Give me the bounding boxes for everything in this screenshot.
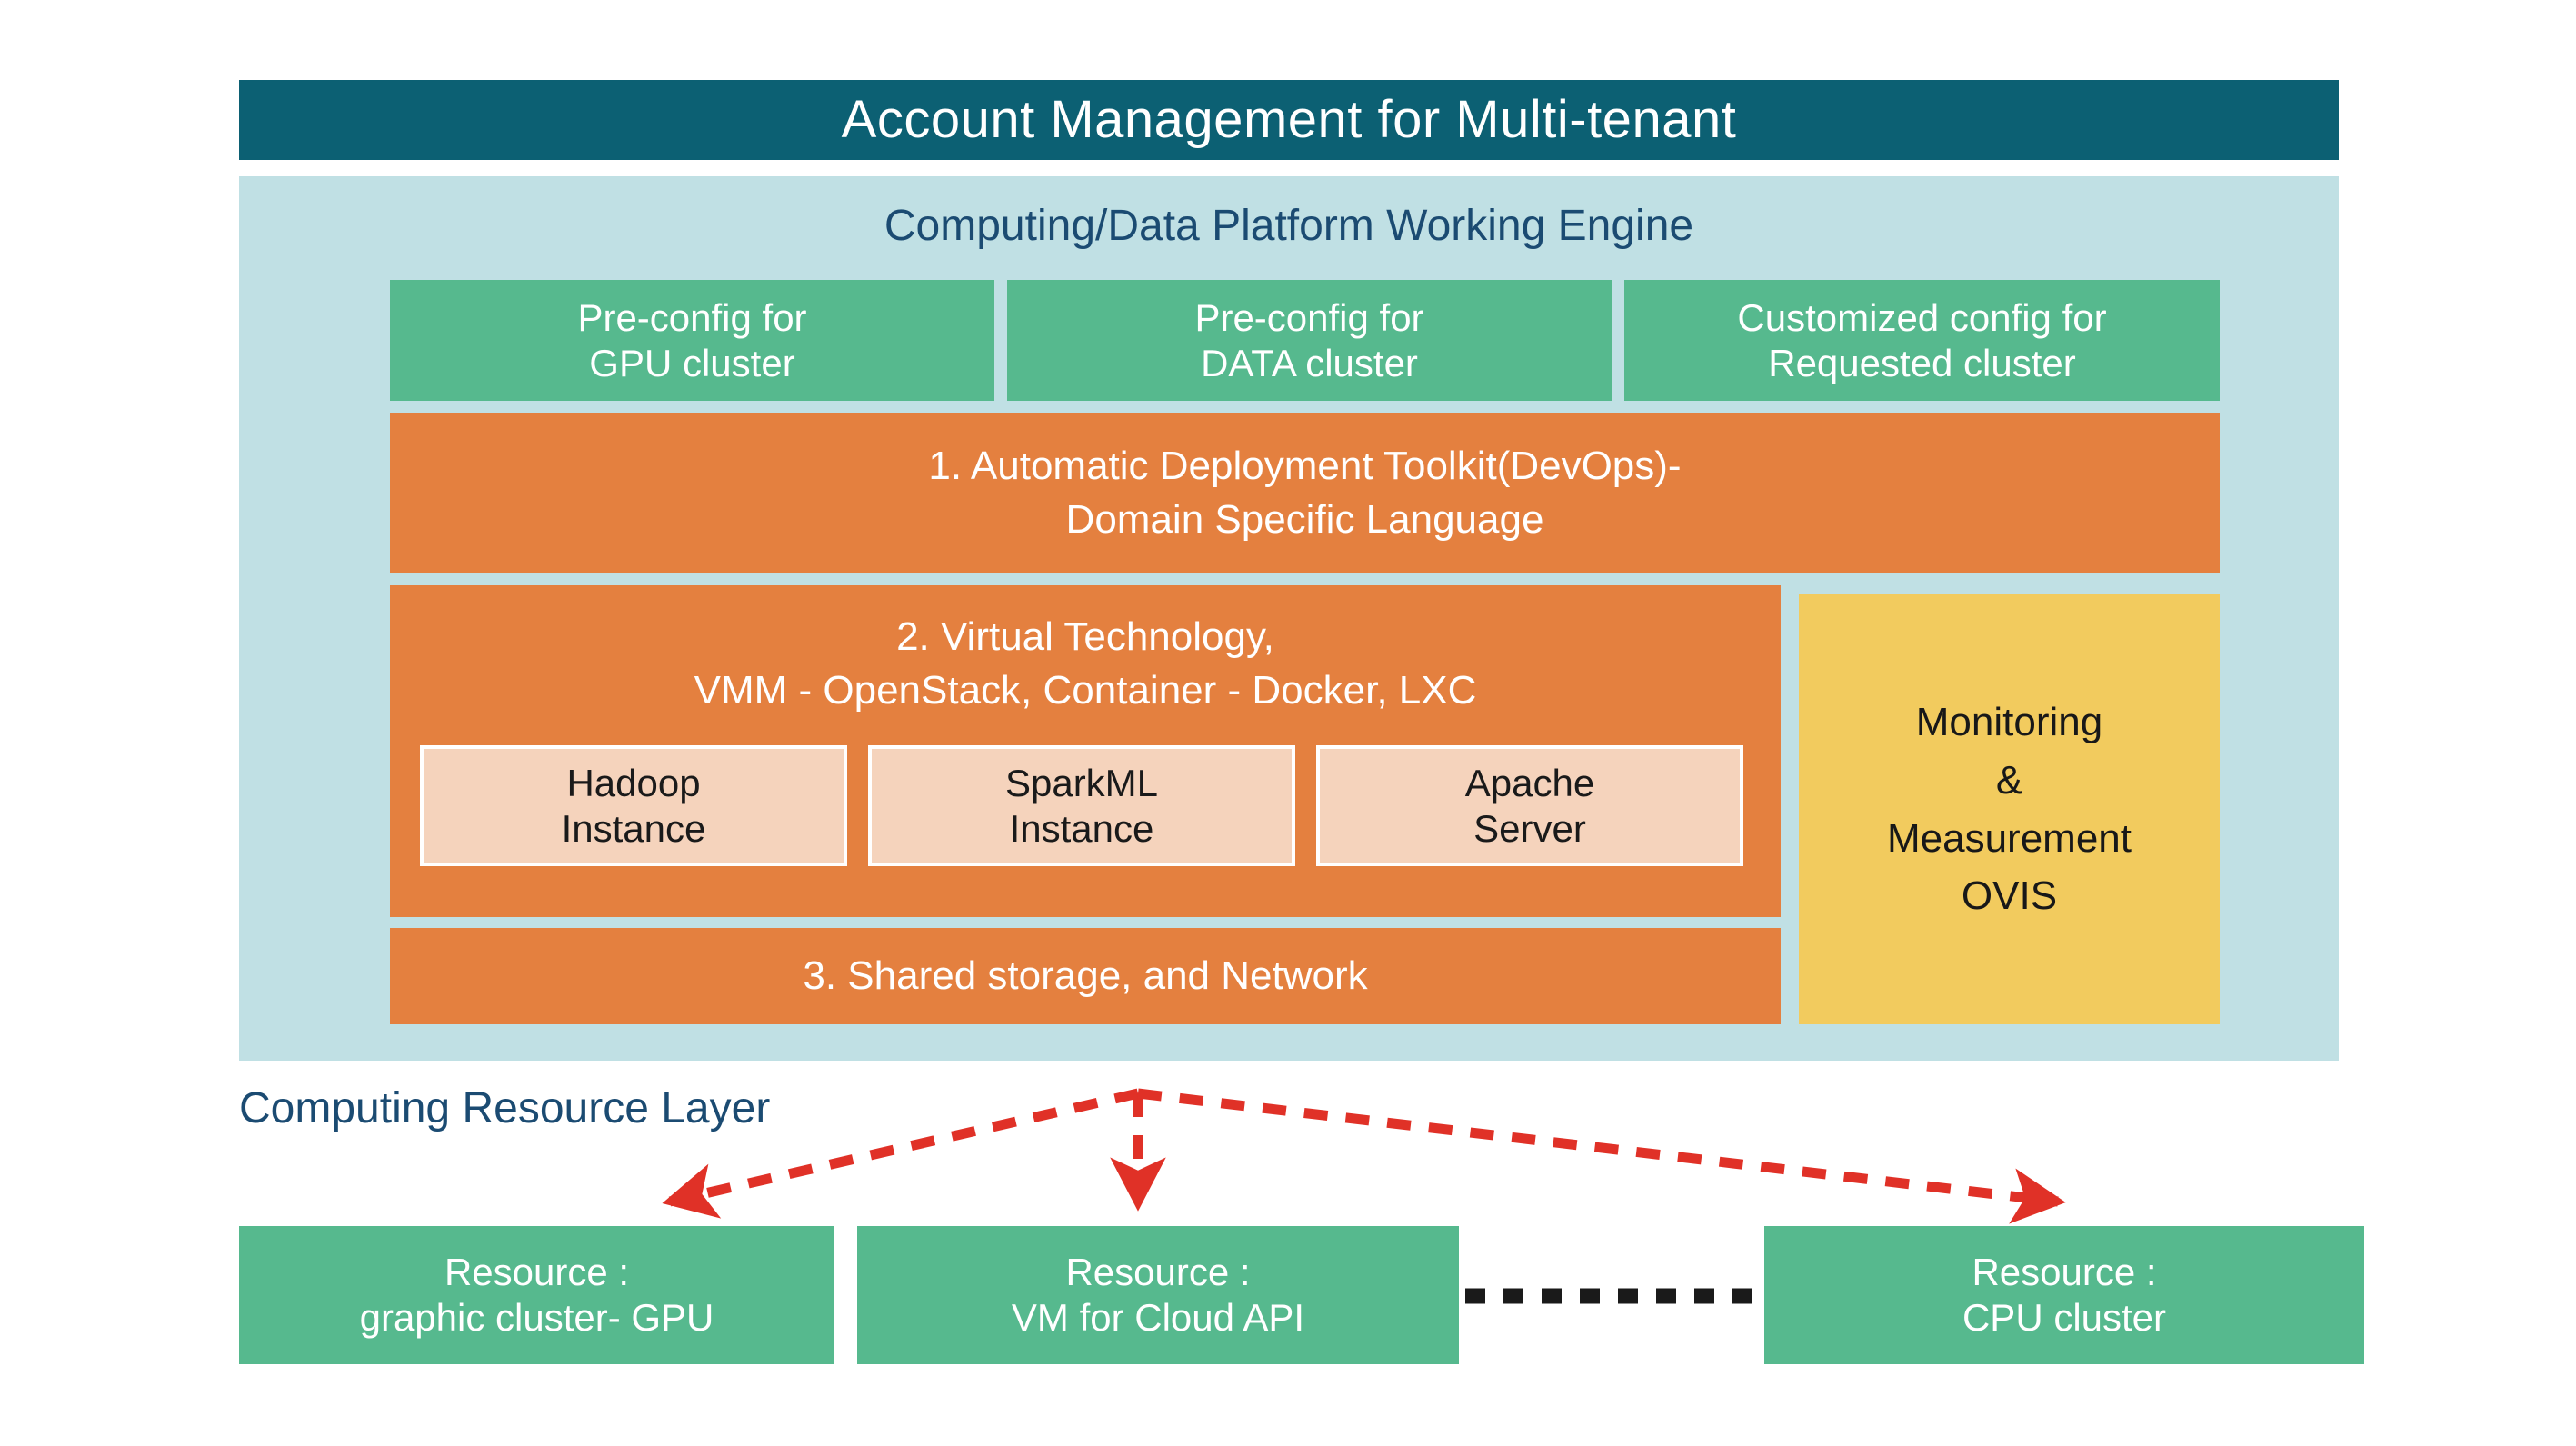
- automatic-deployment-toolkit-box[interactable]: 1. Automatic Deployment Toolkit(DevOps)-…: [390, 413, 2220, 573]
- engine-panel-heading: Computing/Data Platform Working Engine: [239, 193, 2339, 260]
- diagram-title-text: Account Management for Multi-tenant: [841, 89, 1737, 149]
- apache-server-box[interactable]: Apache Server: [1316, 745, 1743, 866]
- shared-storage-network-box[interactable]: 3. Shared storage, and Network: [390, 928, 1781, 1024]
- hadoop-instance-box[interactable]: Hadoop Instance: [420, 745, 847, 866]
- resource-vm-line-2: VM for Cloud API: [1011, 1296, 1305, 1339]
- monitoring-line-4: OVIS: [1961, 873, 2058, 919]
- virtual-line-2: VMM - OpenStack, Container - Docker, LXC: [694, 668, 1477, 713]
- toolkit-line-1: 1. Automatic Deployment Toolkit(DevOps)-: [928, 443, 1682, 488]
- apache-server-line-2: Server: [1473, 806, 1586, 850]
- resource-vm-cloud-api-box[interactable]: Resource : VM for Cloud API: [857, 1226, 1459, 1364]
- preconfig-data-line-1: Pre-config for: [1194, 295, 1424, 339]
- resource-cpu-line-1: Resource :: [1972, 1251, 2157, 1294]
- preconfig-data-cluster-box[interactable]: Pre-config for DATA cluster: [1007, 280, 1612, 401]
- monitoring-line-1: Monitoring: [1915, 699, 2103, 744]
- monitoring-line-3: Measurement: [1886, 815, 2132, 861]
- computing-resource-layer-label: Computing Resource Layer: [239, 1083, 770, 1133]
- sparkml-instance-box[interactable]: SparkML Instance: [868, 745, 1295, 866]
- resource-gpu-line-2: graphic cluster- GPU: [359, 1296, 714, 1339]
- shared-storage-label: 3. Shared storage, and Network: [803, 953, 1368, 999]
- computing-resource-layer-text: Computing Resource Layer: [239, 1084, 771, 1132]
- monitoring-measurement-ovis-box[interactable]: Monitoring & Measurement OVIS: [1799, 594, 2220, 1024]
- sparkml-instance-line-1: SparkML: [1004, 761, 1159, 804]
- preconfig-gpu-line-2: GPU cluster: [589, 341, 795, 384]
- apache-server-line-1: Apache: [1464, 761, 1595, 804]
- engine-panel-heading-text: Computing/Data Platform Working Engine: [884, 201, 1694, 250]
- arrow-to-cpu-resource: [1137, 1088, 2066, 1224]
- preconfig-gpu-line-1: Pre-config for: [577, 295, 807, 339]
- diagram-title-bar: Account Management for Multi-tenant: [239, 80, 2339, 160]
- preconfig-requested-line-1: Customized config for: [1737, 295, 2107, 339]
- resource-cpu-cluster-box[interactable]: Resource : CPU cluster: [1764, 1226, 2364, 1364]
- resource-graphic-cluster-gpu-box[interactable]: Resource : graphic cluster- GPU: [239, 1226, 834, 1364]
- virtual-technology-title: 2. Virtual Technology, VMM - OpenStack, …: [390, 600, 1781, 727]
- sparkml-instance-line-2: Instance: [1009, 806, 1154, 850]
- preconfig-requested-line-2: Requested cluster: [1768, 341, 2076, 384]
- hadoop-instance-line-2: Instance: [561, 806, 706, 850]
- toolkit-line-2: Domain Specific Language: [1065, 497, 1544, 542]
- resource-gpu-line-1: Resource :: [444, 1251, 630, 1294]
- preconfig-data-line-2: DATA cluster: [1201, 341, 1418, 384]
- virtual-line-1: 2. Virtual Technology,: [896, 613, 1274, 659]
- customized-config-requested-cluster-box[interactable]: Customized config for Requested cluster: [1624, 280, 2220, 401]
- monitoring-line-2: &: [1995, 757, 2023, 803]
- preconfig-gpu-cluster-box[interactable]: Pre-config for GPU cluster: [390, 280, 994, 401]
- resource-vm-line-1: Resource :: [1065, 1251, 1251, 1294]
- hadoop-instance-line-1: Hadoop: [566, 761, 701, 804]
- resource-cpu-line-2: CPU cluster: [1962, 1296, 2167, 1339]
